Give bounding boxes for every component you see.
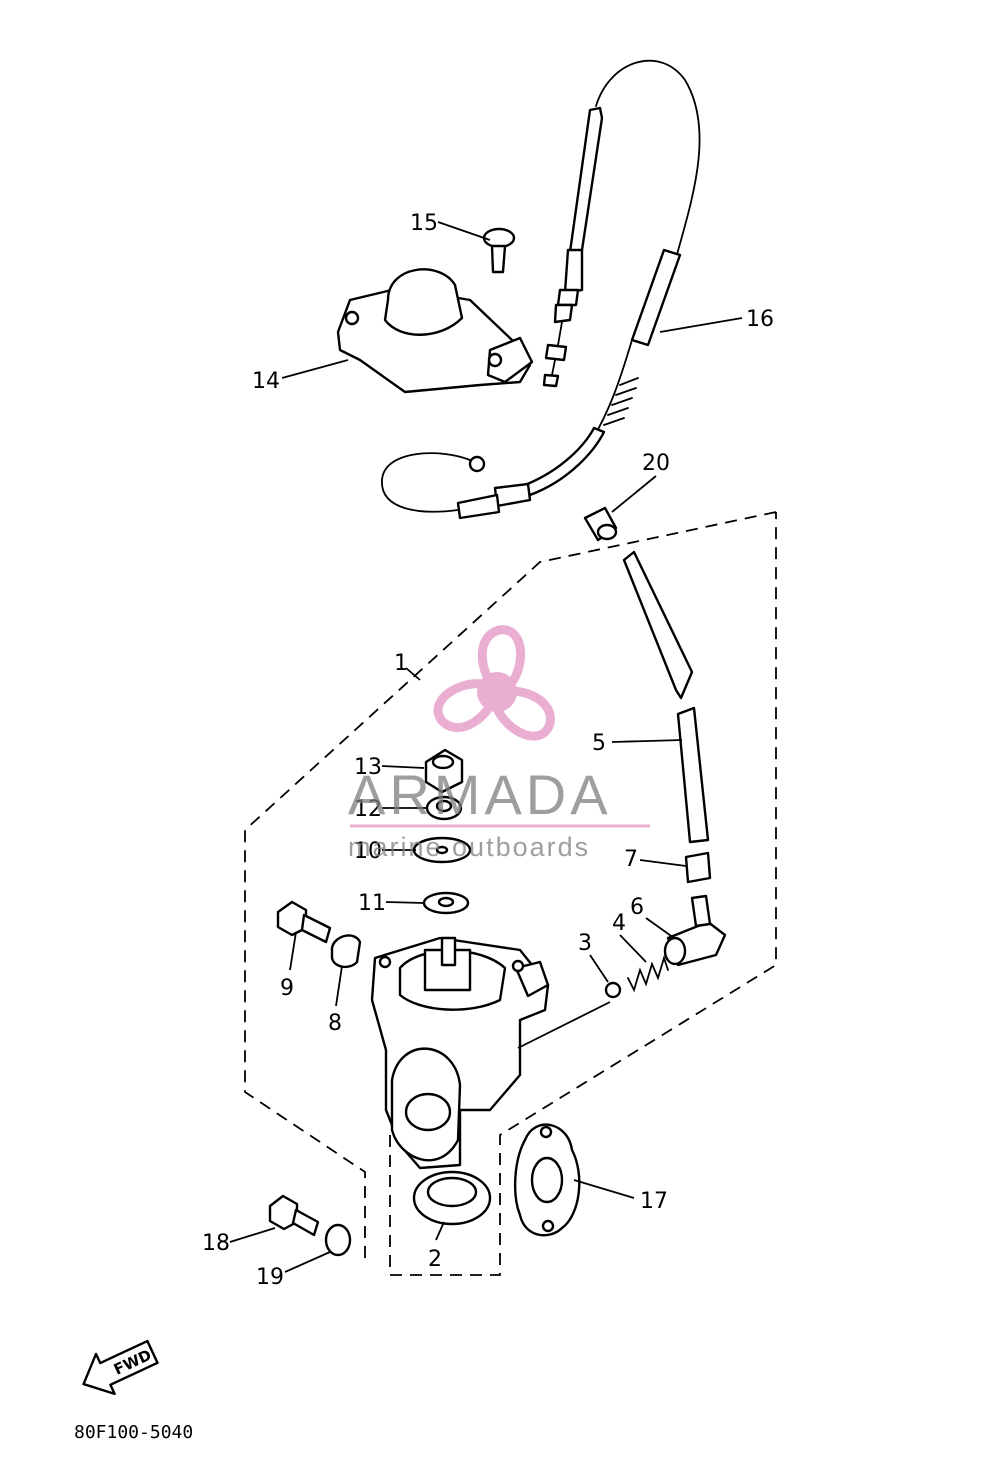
part-9-bolt <box>276 900 332 944</box>
callout-13: 13 <box>354 755 382 780</box>
callout-17: 17 <box>640 1189 668 1214</box>
callout-5: 5 <box>592 731 606 756</box>
propeller-icon <box>433 625 555 741</box>
part-14-cover <box>336 268 534 394</box>
part-19-washer <box>324 1223 352 1257</box>
callout-11: 11 <box>358 891 386 916</box>
part-13-nut <box>424 748 464 794</box>
part-4-spring <box>627 955 669 993</box>
callout-19: 19 <box>256 1265 284 1290</box>
callout-3: 3 <box>578 931 592 956</box>
callout-9: 9 <box>280 976 294 1001</box>
callout-10: 10 <box>354 839 382 864</box>
armada-logo: ARMADA marine outboards <box>348 625 650 862</box>
leader-lines <box>229 221 743 1273</box>
callout-8: 8 <box>328 1011 342 1036</box>
part-8-washer <box>330 934 362 969</box>
part-11-washer <box>422 891 470 915</box>
callout-labels: 1 2 3 4 5 6 7 8 9 10 11 12 13 14 15 16 1… <box>202 211 774 1290</box>
propeller-blade <box>492 686 555 741</box>
callout-6: 6 <box>630 895 644 920</box>
propeller-hub <box>477 672 517 712</box>
propeller-blade <box>477 625 526 697</box>
callout-16: 16 <box>746 307 774 332</box>
part-3-ball <box>604 981 622 999</box>
part-5-hose <box>622 550 710 844</box>
callout-7: 7 <box>624 847 638 872</box>
assembly-outline <box>244 511 777 1276</box>
part-18-bolt <box>268 1194 320 1237</box>
callout-15: 15 <box>410 211 438 236</box>
callout-4: 4 <box>612 911 626 936</box>
propeller-blade <box>433 679 502 732</box>
part-6-elbow <box>663 894 727 967</box>
callout-20: 20 <box>642 451 670 476</box>
watermark-tagline: marine outboards <box>348 832 590 862</box>
part-10-diaphragm <box>412 836 472 864</box>
part-15-screw <box>482 227 516 274</box>
pump-housing <box>370 936 550 1170</box>
callout-18: 18 <box>202 1231 230 1256</box>
fwd-arrow-icon: FWD <box>82 1339 159 1396</box>
part-17-gasket <box>513 1123 581 1237</box>
part-16-cable <box>381 60 701 520</box>
callout-1: 1 <box>394 651 408 676</box>
part-20-grommet <box>583 506 618 542</box>
callout-12: 12 <box>354 797 382 822</box>
drawing-code: 80F100-5040 <box>74 1422 193 1443</box>
watermark-brand: ARMADA <box>348 763 612 826</box>
part-2-seal <box>412 1170 492 1226</box>
callout-14: 14 <box>252 369 280 394</box>
callout-2: 2 <box>428 1247 442 1272</box>
part-7-clip <box>684 851 712 884</box>
